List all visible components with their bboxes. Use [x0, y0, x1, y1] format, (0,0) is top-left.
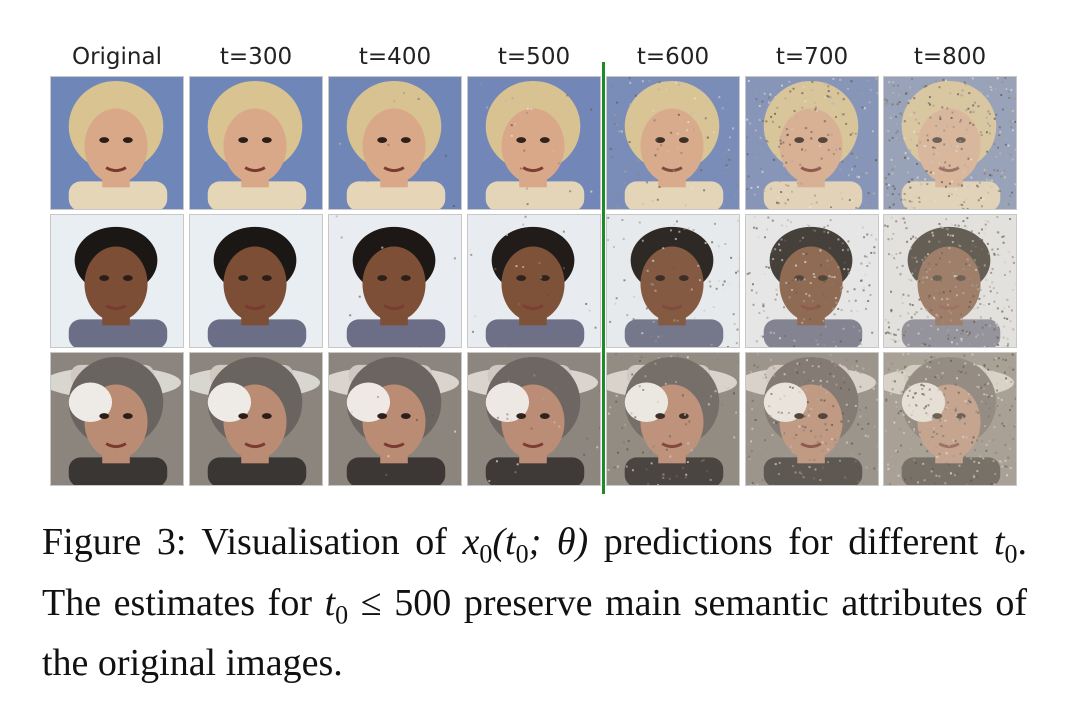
face-image-cell	[189, 76, 323, 210]
column-label: t=300	[219, 44, 293, 70]
column-label: t=700	[775, 44, 849, 70]
portrait-image	[746, 215, 878, 347]
column-label: t=500	[497, 44, 571, 70]
portrait-image	[607, 215, 739, 347]
face-image-cell	[328, 76, 462, 210]
face-image-cell	[745, 352, 879, 486]
portrait-image	[746, 353, 878, 485]
face-image-cell	[467, 214, 601, 348]
face-image-cell	[50, 76, 184, 210]
column-label: t=800	[913, 44, 987, 70]
portrait-image	[746, 77, 878, 209]
caption-mid1: predictions for different	[588, 521, 994, 563]
portrait-image	[190, 77, 322, 209]
face-image-cell	[883, 214, 1017, 348]
portrait-image	[884, 215, 1016, 347]
portrait-image	[607, 77, 739, 209]
portrait-image	[51, 353, 183, 485]
portrait-image	[884, 77, 1016, 209]
face-image-cell	[328, 352, 462, 486]
caption-prefix: Figure 3: Visualisation of	[42, 521, 463, 563]
caption-mid2: . The estimates for	[42, 521, 1028, 624]
portrait-image	[468, 353, 600, 485]
face-image-cell	[50, 352, 184, 486]
column-label: t=400	[358, 44, 432, 70]
portrait-image	[329, 77, 461, 209]
caption-math-x: x0(t0; θ)	[462, 521, 589, 569]
portrait-image	[329, 215, 461, 347]
portrait-image	[51, 215, 183, 347]
portrait-image	[190, 215, 322, 347]
face-image-cell	[189, 214, 323, 348]
face-image-cell	[745, 76, 879, 210]
column-label: t=600	[636, 44, 710, 70]
caption-math-t0b: t0	[324, 581, 349, 630]
face-image-cell	[189, 352, 323, 486]
portrait-image	[190, 353, 322, 485]
threshold-divider	[602, 62, 605, 494]
portrait-image	[884, 353, 1016, 485]
face-image-cell	[606, 76, 740, 210]
face-image-cell	[467, 352, 601, 486]
portrait-image	[329, 353, 461, 485]
face-image-cell	[328, 214, 462, 348]
column-label: Original	[71, 44, 162, 70]
portrait-image	[607, 353, 739, 485]
portrait-image	[468, 77, 600, 209]
face-image-cell	[50, 214, 184, 348]
figure-caption: Figure 3: Visualisation of x0(t0; θ) pre…	[42, 518, 1027, 687]
face-image-cell	[883, 352, 1017, 486]
portrait-image	[468, 215, 600, 347]
face-image-cell	[745, 214, 879, 348]
face-image-cell	[606, 352, 740, 486]
face-image-cell	[883, 76, 1017, 210]
face-image-cell	[606, 214, 740, 348]
face-image-cell	[467, 76, 601, 210]
caption-suffix: preserve main semantic attributes of the…	[42, 581, 1028, 685]
caption-math-t0a: t0	[993, 521, 1018, 569]
portrait-image	[51, 77, 183, 209]
caption-leq: ≤ 500	[348, 581, 452, 624]
